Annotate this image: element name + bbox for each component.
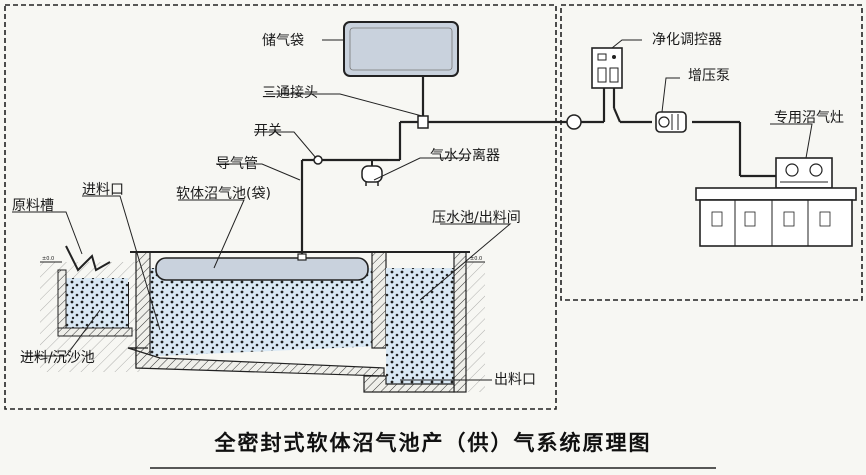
raw-trough-shape bbox=[65, 245, 111, 272]
right-pipes bbox=[602, 88, 782, 178]
svg-text:±0.0: ±0.0 bbox=[470, 256, 482, 262]
feed-inlet-label: 进料口 bbox=[82, 182, 124, 198]
kitchen-cabinet bbox=[695, 187, 857, 247]
diagram-title: 全密封式软体沼气池产（供）气系统原理图 bbox=[214, 431, 652, 455]
purifier-icon bbox=[591, 47, 623, 89]
left-dashed-frame bbox=[4, 4, 557, 410]
discharge-label: 出料口 bbox=[494, 372, 536, 388]
tee-joint-label: 三通接头 bbox=[262, 84, 318, 101]
digester-pit bbox=[127, 251, 392, 377]
separator-icon bbox=[361, 160, 383, 186]
pipe-coupling-icon bbox=[566, 114, 582, 130]
gas-pipe bbox=[297, 120, 604, 261]
booster-pump-icon bbox=[655, 111, 687, 133]
feed-settling-label: 进料/沉沙池 bbox=[20, 350, 95, 366]
gas-pipe-label: 导气管 bbox=[216, 156, 258, 172]
raw-trough-label: 原料槽 bbox=[12, 198, 54, 214]
booster-label: 增压泵 bbox=[688, 68, 730, 84]
feed-settling-pool bbox=[57, 269, 133, 337]
soft-digester-bag bbox=[155, 257, 369, 281]
gas-bag bbox=[343, 21, 459, 77]
stove-icon bbox=[775, 157, 833, 189]
pressure-pool bbox=[363, 251, 470, 393]
svg-text:±0.0: ±0.0 bbox=[42, 256, 54, 262]
leader-lines bbox=[12, 39, 813, 381]
tee-joint-icon bbox=[417, 115, 429, 129]
separator-label: 气水分离器 bbox=[430, 147, 500, 164]
right-dashed-frame bbox=[560, 4, 863, 301]
soft-digester-label: 软体沼气池(袋) bbox=[176, 186, 271, 202]
pressure-pool-label: 压水池/出料间 bbox=[432, 210, 521, 226]
switch-label: 开关 bbox=[254, 123, 282, 139]
stove-label: 专用沼气灶 bbox=[774, 110, 844, 126]
purifier-label: 净化调控器 bbox=[652, 32, 722, 48]
gas-bag-label: 储气袋 bbox=[262, 33, 304, 49]
